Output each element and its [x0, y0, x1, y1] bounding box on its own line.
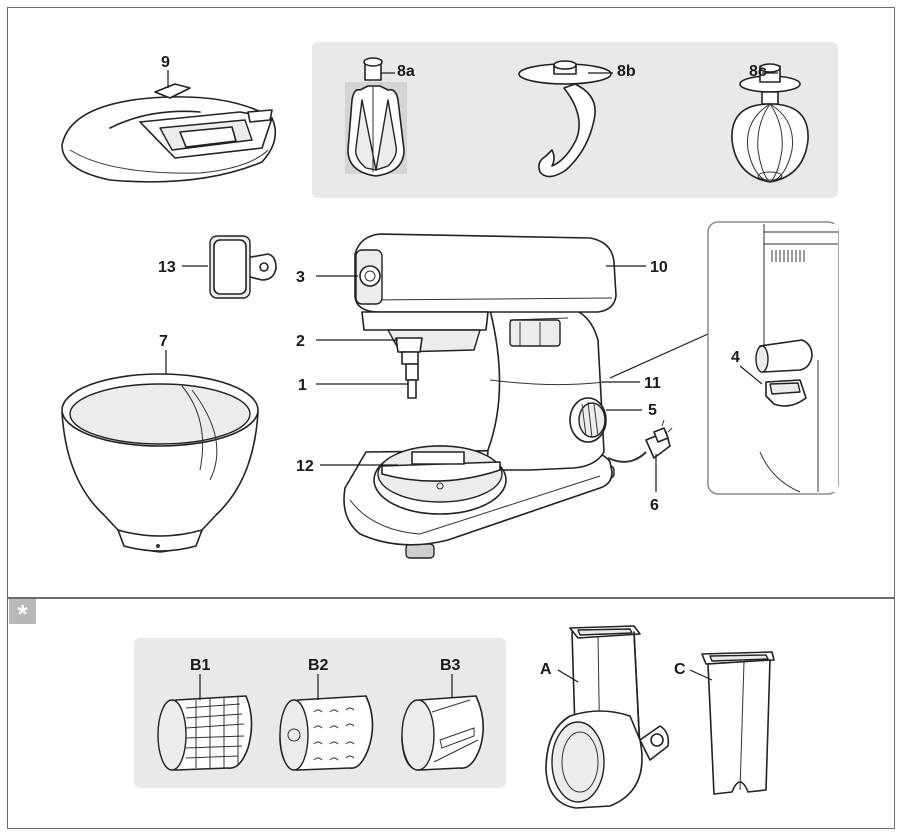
label-4: 4: [731, 349, 740, 366]
stand-mixer: [343, 233, 673, 559]
label-9: 9: [161, 54, 170, 71]
label-B2: B2: [308, 657, 329, 674]
label-B3: B3: [440, 657, 461, 674]
label-6: 6: [650, 497, 659, 514]
label-1: 1: [298, 377, 307, 394]
food-pusher-c: [701, 651, 775, 795]
section-divider: [7, 597, 895, 599]
flat-beater: [345, 57, 407, 177]
mixing-bowl: [61, 373, 259, 553]
label-8c: 8c: [749, 63, 767, 80]
outlet-cover: [209, 235, 277, 299]
slicing-drum-b3: [401, 695, 484, 771]
dough-hook: [518, 60, 612, 178]
label-8b: 8b: [617, 63, 636, 80]
grater-housing-a: [545, 625, 670, 809]
label-12: 12: [296, 458, 314, 475]
label-2: 2: [296, 333, 305, 350]
label-B1: B1: [190, 657, 211, 674]
label-C: C: [674, 661, 686, 678]
detail-inset: [707, 221, 839, 495]
accessory-marker: *: [9, 599, 36, 629]
label-10: 10: [650, 259, 668, 276]
grating-drum-b1: [157, 695, 253, 771]
label-7: 7: [159, 333, 168, 350]
label-11: 11: [644, 375, 661, 392]
label-13: 13: [158, 259, 176, 276]
label-A: A: [540, 661, 552, 678]
grating-drum-b2: [279, 695, 374, 771]
splash-guard-lid: [61, 83, 277, 183]
label-3: 3: [296, 269, 305, 286]
whisk: [731, 63, 809, 183]
label-8a: 8a: [397, 63, 415, 80]
tools-panel: [312, 42, 838, 198]
label-5: 5: [648, 402, 657, 419]
diagram-frame: [7, 7, 895, 829]
